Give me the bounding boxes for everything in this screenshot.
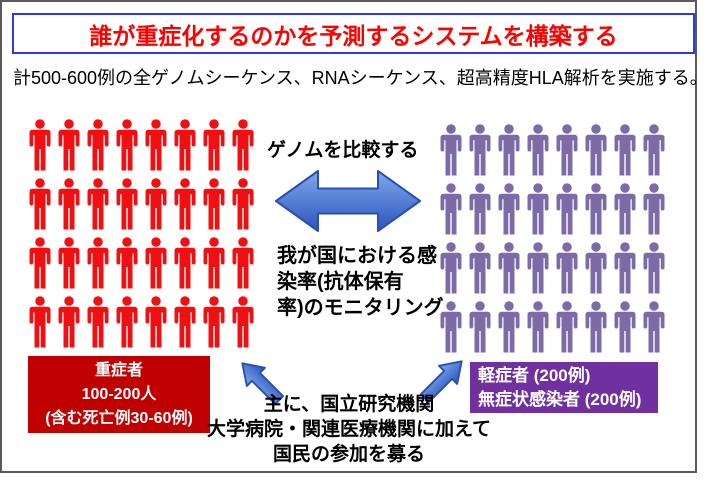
person-icon [554,242,580,294]
monitoring-line: 我が国における感 [277,245,437,267]
person-icon [114,296,140,348]
severe-label-line: 100-200人 [81,385,157,403]
person-icon [143,119,169,171]
title-box: 誰が重症化するのかを予測するシステムを構築する [12,13,695,54]
person-icon [56,237,82,289]
person-icon [641,242,667,294]
person-icon [496,183,522,235]
mild-icon-grid [438,124,667,353]
severe-label-line: 重症者 [94,361,143,379]
person-icon [496,301,522,353]
severe-label-line: (含む死亡例30-60例) [45,409,193,427]
person-icon [583,183,609,235]
person-icon [56,296,82,348]
arrow-to-severe-icon [241,362,285,406]
person-icon [85,178,111,230]
person-icon [27,178,53,230]
person-icon [27,237,53,289]
severe-icon-grid [27,119,256,348]
person-icon [85,237,111,289]
person-icon [230,296,256,348]
monitoring-line: 染率(抗体保有 [277,271,404,293]
person-icon [554,124,580,176]
person-icon [56,119,82,171]
person-icon [525,124,551,176]
person-icon [612,124,638,176]
person-icon [172,237,198,289]
outer-frame [0,0,697,473]
person-icon [641,124,667,176]
person-icon [525,242,551,294]
recruit-line: 大学病院・関連医療機関に加えて [206,419,492,440]
person-icon [201,237,227,289]
arrow-to-mild-icon [419,360,463,404]
person-icon [143,237,169,289]
page-title: 誰が重症化するのかを予測するシステムを構築する [89,22,618,49]
person-icon [172,178,198,230]
person-icon [27,119,53,171]
person-icon [583,301,609,353]
person-icon [201,178,227,230]
severe-patients-box: 重症者 100-200人 (含む死亡例30-60例) [28,356,210,433]
person-icon [143,296,169,348]
person-icon [201,296,227,348]
person-icon [143,178,169,230]
person-icon [496,242,522,294]
double-arrow-icon [275,170,421,232]
person-icon [641,301,667,353]
person-icon [438,183,464,235]
person-icon [467,183,493,235]
mild-patients-box: 軽症者 (200例) 無症状感染者 (200例) [470,362,658,413]
person-icon [467,124,493,176]
person-icon [27,296,53,348]
person-icon [85,119,111,171]
person-icon [230,119,256,171]
person-icon [85,296,111,348]
compare-genome-label: ゲノムを比較する [267,140,419,161]
monitoring-line: 率)のモニタリング [277,297,444,319]
person-icon [56,178,82,230]
recruit-line: 主に、国立研究機関 [263,394,435,415]
mild-label-line: 軽症者 (200例) [478,365,591,385]
person-icon [467,301,493,353]
recruitment-note: 主に、国立研究機関 大学病院・関連医療機関に加えて 国民の参加を募る [184,392,514,467]
person-icon [583,124,609,176]
subtitle-text: 計500-600例の全ゲノムシーケンス、RNAシーケンス、超高精度HLA解析を実… [13,68,708,88]
person-icon [114,237,140,289]
monitoring-note: 我が国における感 染率(抗体保有 率)のモニタリング [277,243,444,321]
person-icon [525,301,551,353]
person-icon [114,119,140,171]
person-icon [612,301,638,353]
person-icon [467,242,493,294]
person-icon [172,119,198,171]
mild-label-line: 無症状感染者 (200例) [478,389,642,409]
person-icon [496,124,522,176]
person-icon [201,119,227,171]
recruit-line: 国民の参加を募る [272,444,425,465]
person-icon [172,296,198,348]
person-icon [230,178,256,230]
person-icon [525,183,551,235]
person-icon [612,242,638,294]
person-icon [583,242,609,294]
person-icon [438,124,464,176]
person-icon [554,301,580,353]
person-icon [554,183,580,235]
person-icon [114,178,140,230]
person-icon [641,183,667,235]
person-icon [230,237,256,289]
person-icon [612,183,638,235]
